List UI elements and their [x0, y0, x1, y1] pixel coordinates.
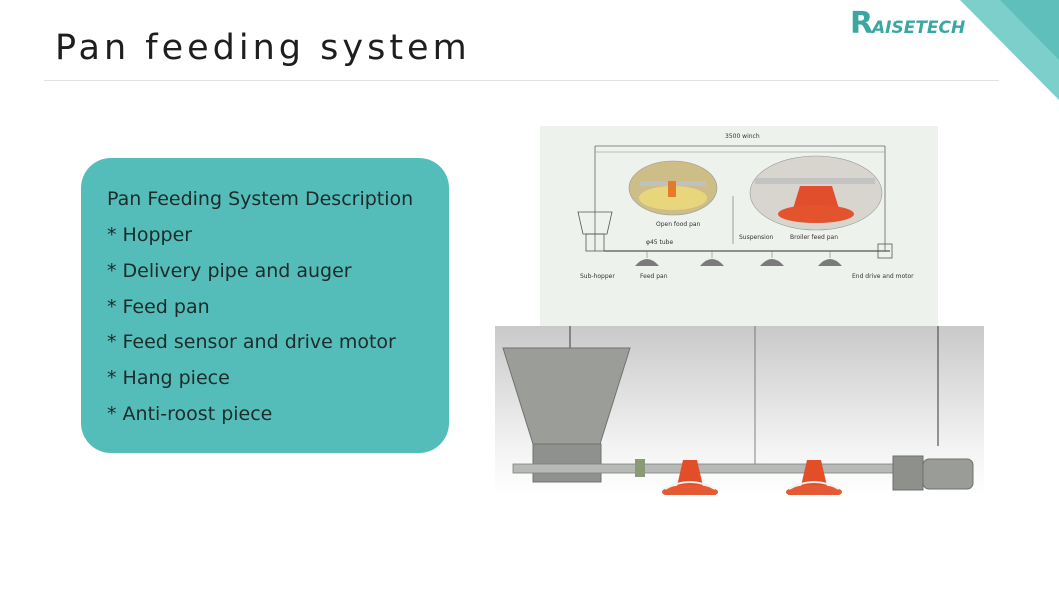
card-item-hang-piece: * Hang piece — [107, 367, 230, 389]
card-item-anti-roost: * Anti-roost piece — [107, 403, 273, 425]
label-open-pan: Open food pan — [656, 221, 701, 228]
card-item-sensor-motor: * Feed sensor and drive motor — [107, 331, 396, 353]
label-winch: 3500 winch — [725, 133, 760, 140]
slide-title: Pan feeding system — [55, 28, 471, 68]
card-item-delivery-pipe: * Delivery pipe and auger — [107, 260, 352, 282]
brand-logo-name: AISETECH — [872, 18, 966, 38]
label-tube: φ45 tube — [646, 239, 673, 246]
card-heading: Pan Feeding System Description — [107, 188, 414, 210]
card-item-hopper: * Hopper — [107, 224, 193, 246]
label-sub-hopper: Sub-hopper — [580, 273, 615, 280]
brand-logo-initial: R — [850, 6, 874, 41]
title-divider — [44, 80, 999, 81]
product-photo — [495, 326, 984, 499]
label-end-drive: End drive and motor — [852, 273, 914, 280]
brand-logo: R AISETECH — [850, 6, 1000, 42]
corner-decoration — [960, 0, 1059, 100]
label-broiler-pan: Broiler feed pan — [790, 234, 838, 241]
system-diagram: 3500 winch Open food pan Suspension — [540, 126, 938, 326]
card-item-feed-pan: * Feed pan — [107, 296, 210, 318]
label-suspension: Suspension — [739, 234, 774, 241]
label-feed-pan: Feed pan — [640, 273, 668, 280]
description-card: Pan Feeding System Description * Hopper … — [81, 158, 449, 453]
